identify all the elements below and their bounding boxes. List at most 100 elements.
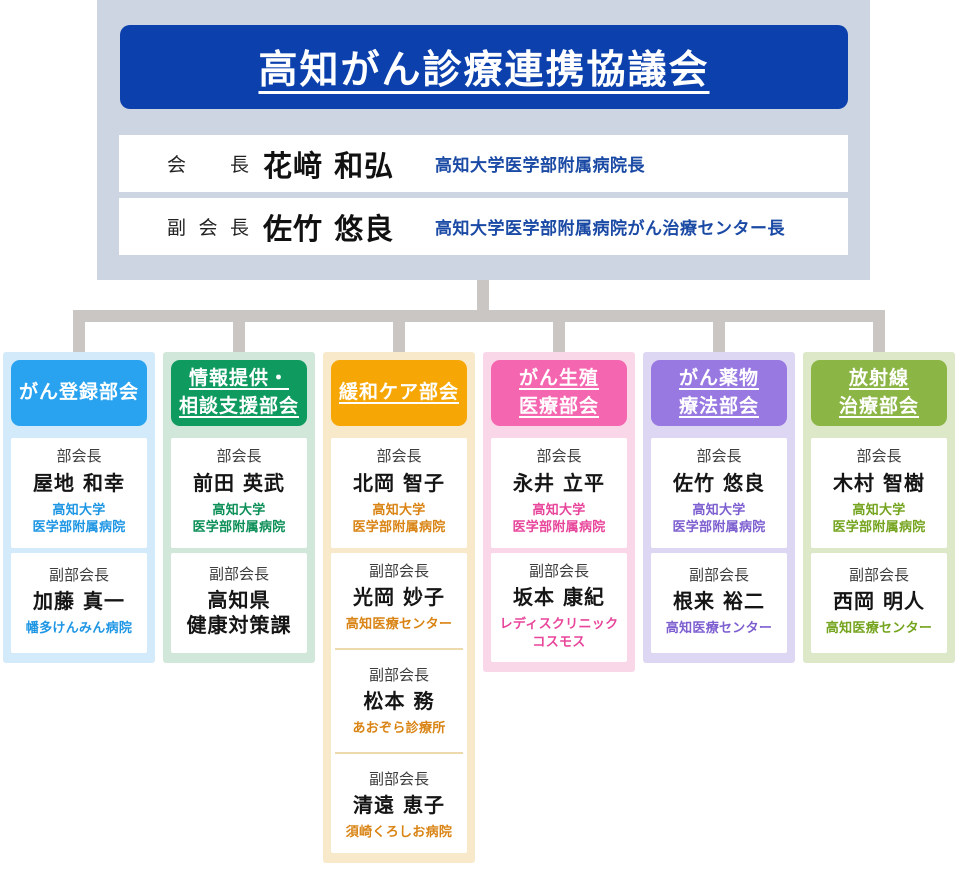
member-role-label: 部会長	[376, 447, 422, 465]
member-card: 部会長佐竹 悠良高知大学医学部附属病院	[651, 438, 787, 548]
member-entry: 副部会長坂本 康紀レディスクリニックコスモス	[495, 562, 623, 652]
subcommittee-title-cancer-registry[interactable]: がん登録部会	[11, 360, 147, 426]
member-role-label: 部会長	[56, 447, 102, 465]
member-name: 木村 智樹	[833, 470, 925, 495]
chairman-organization: 高知大学医学部附属病院長	[435, 156, 645, 176]
member-role-label: 副部会長	[208, 564, 269, 583]
member-organization: 高知大学医学部附属病院	[192, 502, 286, 536]
member-entry: 副部会長加藤 真一幡多けんみん病院	[15, 566, 143, 638]
member-entry: 副部会長光岡 妙子高知医療センター	[335, 562, 463, 634]
member-entry: 副部会長清遠 恵子須崎くろしお病院	[335, 751, 463, 842]
member-name: 前田 英武	[193, 470, 285, 495]
member-name: 加藤 真一	[33, 589, 125, 614]
subcommittee-title-line: 療法部会	[678, 395, 759, 417]
subcommittee-title-line: 医療部会	[518, 395, 599, 417]
member-role-label: 部会長	[536, 447, 582, 465]
subcommittee-title-radiation-therapy[interactable]: 放射線治療部会	[811, 360, 947, 426]
subcommittee-title-line: 相談支援部会	[178, 395, 299, 417]
member-organization: 高知大学医学部附属病院	[512, 502, 606, 536]
connector-drop-cancer-drug-therapy	[713, 310, 725, 365]
member-role-label: 副部会長	[368, 665, 429, 684]
member-name: 高知県健康対策課	[186, 588, 292, 638]
member-card: 副部会長西岡 明人高知医療センター	[811, 552, 947, 653]
member-entry: 部会長佐竹 悠良高知大学医学部附属病院	[655, 447, 783, 537]
member-organization: あおぞら診療所	[352, 721, 446, 737]
member-organization: 高知大学医学部附属病院	[672, 502, 766, 536]
member-entry: 部会長北岡 智子高知大学医学部附属病院	[335, 447, 463, 537]
connector-stem	[477, 280, 489, 311]
member-role-label: 副部会長	[48, 565, 109, 584]
member-name: 佐竹 悠良	[673, 470, 765, 495]
member-card: 副部会長根来 裕二高知医療センター	[651, 552, 787, 653]
connector-drop-cancer-registry	[73, 310, 85, 365]
subcommittee-title-line: 治療部会	[838, 395, 919, 417]
connector-bar	[73, 310, 885, 322]
subcommittee-oncofertility: がん生殖医療部会部会長永井 立平高知大学医学部附属病院副部会長坂本 康紀レディス…	[483, 352, 635, 673]
member-name: 松本 務	[363, 689, 435, 714]
subcommittee-title-information-consultation-support[interactable]: 情報提供・相談支援部会	[171, 360, 307, 426]
member-entry: 副部会長根来 裕二高知医療センター	[655, 566, 783, 638]
member-name: 北岡 智子	[353, 470, 445, 495]
member-organization: レディスクリニックコスモス	[499, 617, 619, 650]
vice-chairman-row: 副会長 佐竹 悠良 高知大学医学部附属病院がん治療センター長	[119, 198, 848, 255]
vice-chairman-organization: 高知大学医学部附属病院がん治療センター長	[435, 219, 785, 239]
member-card: 副部会長高知県健康対策課	[171, 552, 307, 653]
subcommittee-information-consultation-support: 情報提供・相談支援部会部会長前田 英武高知大学医学部附属病院副部会長高知県健康対…	[163, 352, 315, 663]
member-card: 副部会長光岡 妙子高知医療センター副部会長松本 務あおぞら診療所副部会長清遠 恵…	[331, 552, 467, 853]
subcommittee-palliative-care: 緩和ケア部会部会長北岡 智子高知大学医学部附属病院副部会長光岡 妙子高知医療セン…	[323, 352, 475, 863]
subcommittee-title-oncofertility[interactable]: がん生殖医療部会	[491, 360, 627, 426]
subcommittee-title-line: 放射線	[848, 367, 909, 390]
member-role-label: 副部会長	[848, 565, 909, 584]
member-role-label: 部会長	[216, 447, 262, 465]
member-organization: 高知医療センター	[665, 621, 773, 637]
member-entry: 部会長永井 立平高知大学医学部附属病院	[495, 447, 623, 537]
member-name: 根来 裕二	[673, 589, 765, 614]
member-card: 部会長前田 英武高知大学医学部附属病院	[171, 438, 307, 548]
member-card: 副部会長坂本 康紀レディスクリニックコスモス	[491, 552, 627, 663]
vice-chairman-role-label: 副会長	[167, 217, 249, 239]
subcommittee-title-cancer-drug-therapy[interactable]: がん薬物療法部会	[651, 360, 787, 426]
member-role-label: 部会長	[696, 447, 742, 465]
subcommittee-cancer-drug-therapy: がん薬物療法部会部会長佐竹 悠良高知大学医学部附属病院副部会長根来 裕二高知医療…	[643, 352, 795, 663]
member-card: 部会長屋地 和幸高知大学医学部附属病院	[11, 438, 147, 548]
member-card: 部会長北岡 智子高知大学医学部附属病院	[331, 438, 467, 548]
connector-drop-oncofertility	[553, 310, 565, 365]
chairman-role-label: 会 長	[167, 154, 249, 176]
member-name: 清遠 恵子	[353, 793, 445, 818]
member-entry: 部会長屋地 和幸高知大学医学部附属病院	[15, 447, 143, 537]
member-name: 西岡 明人	[833, 589, 925, 614]
member-card: 副部会長加藤 真一幡多けんみん病院	[11, 552, 147, 653]
member-card: 部会長木村 智樹高知大学医学部附属病院	[811, 438, 947, 548]
subcommittee-title-line: 情報提供・	[188, 367, 289, 390]
member-role-label: 部会長	[856, 447, 902, 465]
connector-drop-information-consultation-support	[233, 310, 245, 365]
member-role-label: 副部会長	[528, 561, 589, 580]
member-name: 坂本 康紀	[513, 585, 605, 610]
subcommittee-title-line: がん薬物	[678, 367, 759, 390]
member-organization: 須崎くろしお病院	[345, 825, 453, 841]
vice-chairman-name: 佐竹 悠良	[263, 211, 395, 246]
member-role-label: 副部会長	[368, 561, 429, 580]
member-organization: 高知医療センター	[345, 617, 453, 633]
member-organization: 高知大学医学部附属病院	[832, 502, 926, 536]
member-organization: 高知大学医学部附属病院	[352, 502, 446, 536]
subcommittee-title-line: 緩和ケア部会	[338, 381, 459, 404]
subcommittee-title-palliative-care[interactable]: 緩和ケア部会	[331, 360, 467, 426]
subcommittee-title-line: がん生殖	[518, 367, 599, 390]
member-entry: 副部会長高知県健康対策課	[175, 565, 303, 639]
member-name: 永井 立平	[513, 470, 605, 495]
member-organization: 高知大学医学部附属病院	[32, 502, 126, 536]
subcommittee-radiation-therapy: 放射線治療部会部会長木村 智樹高知大学医学部附属病院副部会長西岡 明人高知医療セ…	[803, 352, 955, 663]
council-title-box[interactable]: 高知がん診療連携協議会	[120, 25, 848, 109]
member-entry: 部会長木村 智樹高知大学医学部附属病院	[815, 447, 943, 537]
member-entry: 副部会長松本 務あおぞら診療所	[335, 647, 463, 738]
chairman-name: 花﨑 和弘	[263, 148, 395, 183]
member-role-label: 副部会長	[688, 565, 749, 584]
council-title: 高知がん診療連携協議会	[258, 48, 710, 93]
subcommittee-cancer-registry: がん登録部会部会長屋地 和幸高知大学医学部附属病院副部会長加藤 真一幡多けんみん…	[3, 352, 155, 663]
subcommittee-title-line: がん登録部会	[18, 381, 139, 404]
member-name: 屋地 和幸	[33, 470, 125, 495]
subcommittee-columns: がん登録部会部会長屋地 和幸高知大学医学部附属病院副部会長加藤 真一幡多けんみん…	[3, 352, 957, 863]
member-card: 部会長永井 立平高知大学医学部附属病院	[491, 438, 627, 548]
council-panel: 高知がん診療連携協議会 会 長 花﨑 和弘 高知大学医学部附属病院長 副会長 佐…	[97, 0, 870, 280]
